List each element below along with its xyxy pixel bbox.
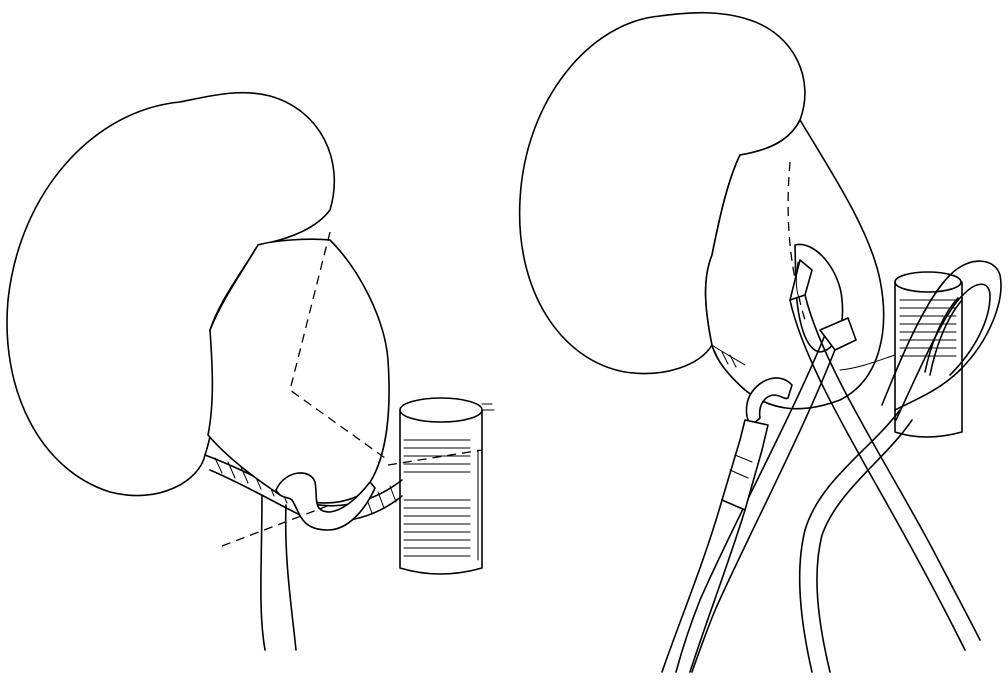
left-panel (7, 93, 494, 650)
left-vena-cava (400, 398, 494, 574)
right-panel (520, 13, 1001, 672)
left-ureter (261, 495, 296, 650)
right-retractor (662, 378, 792, 672)
